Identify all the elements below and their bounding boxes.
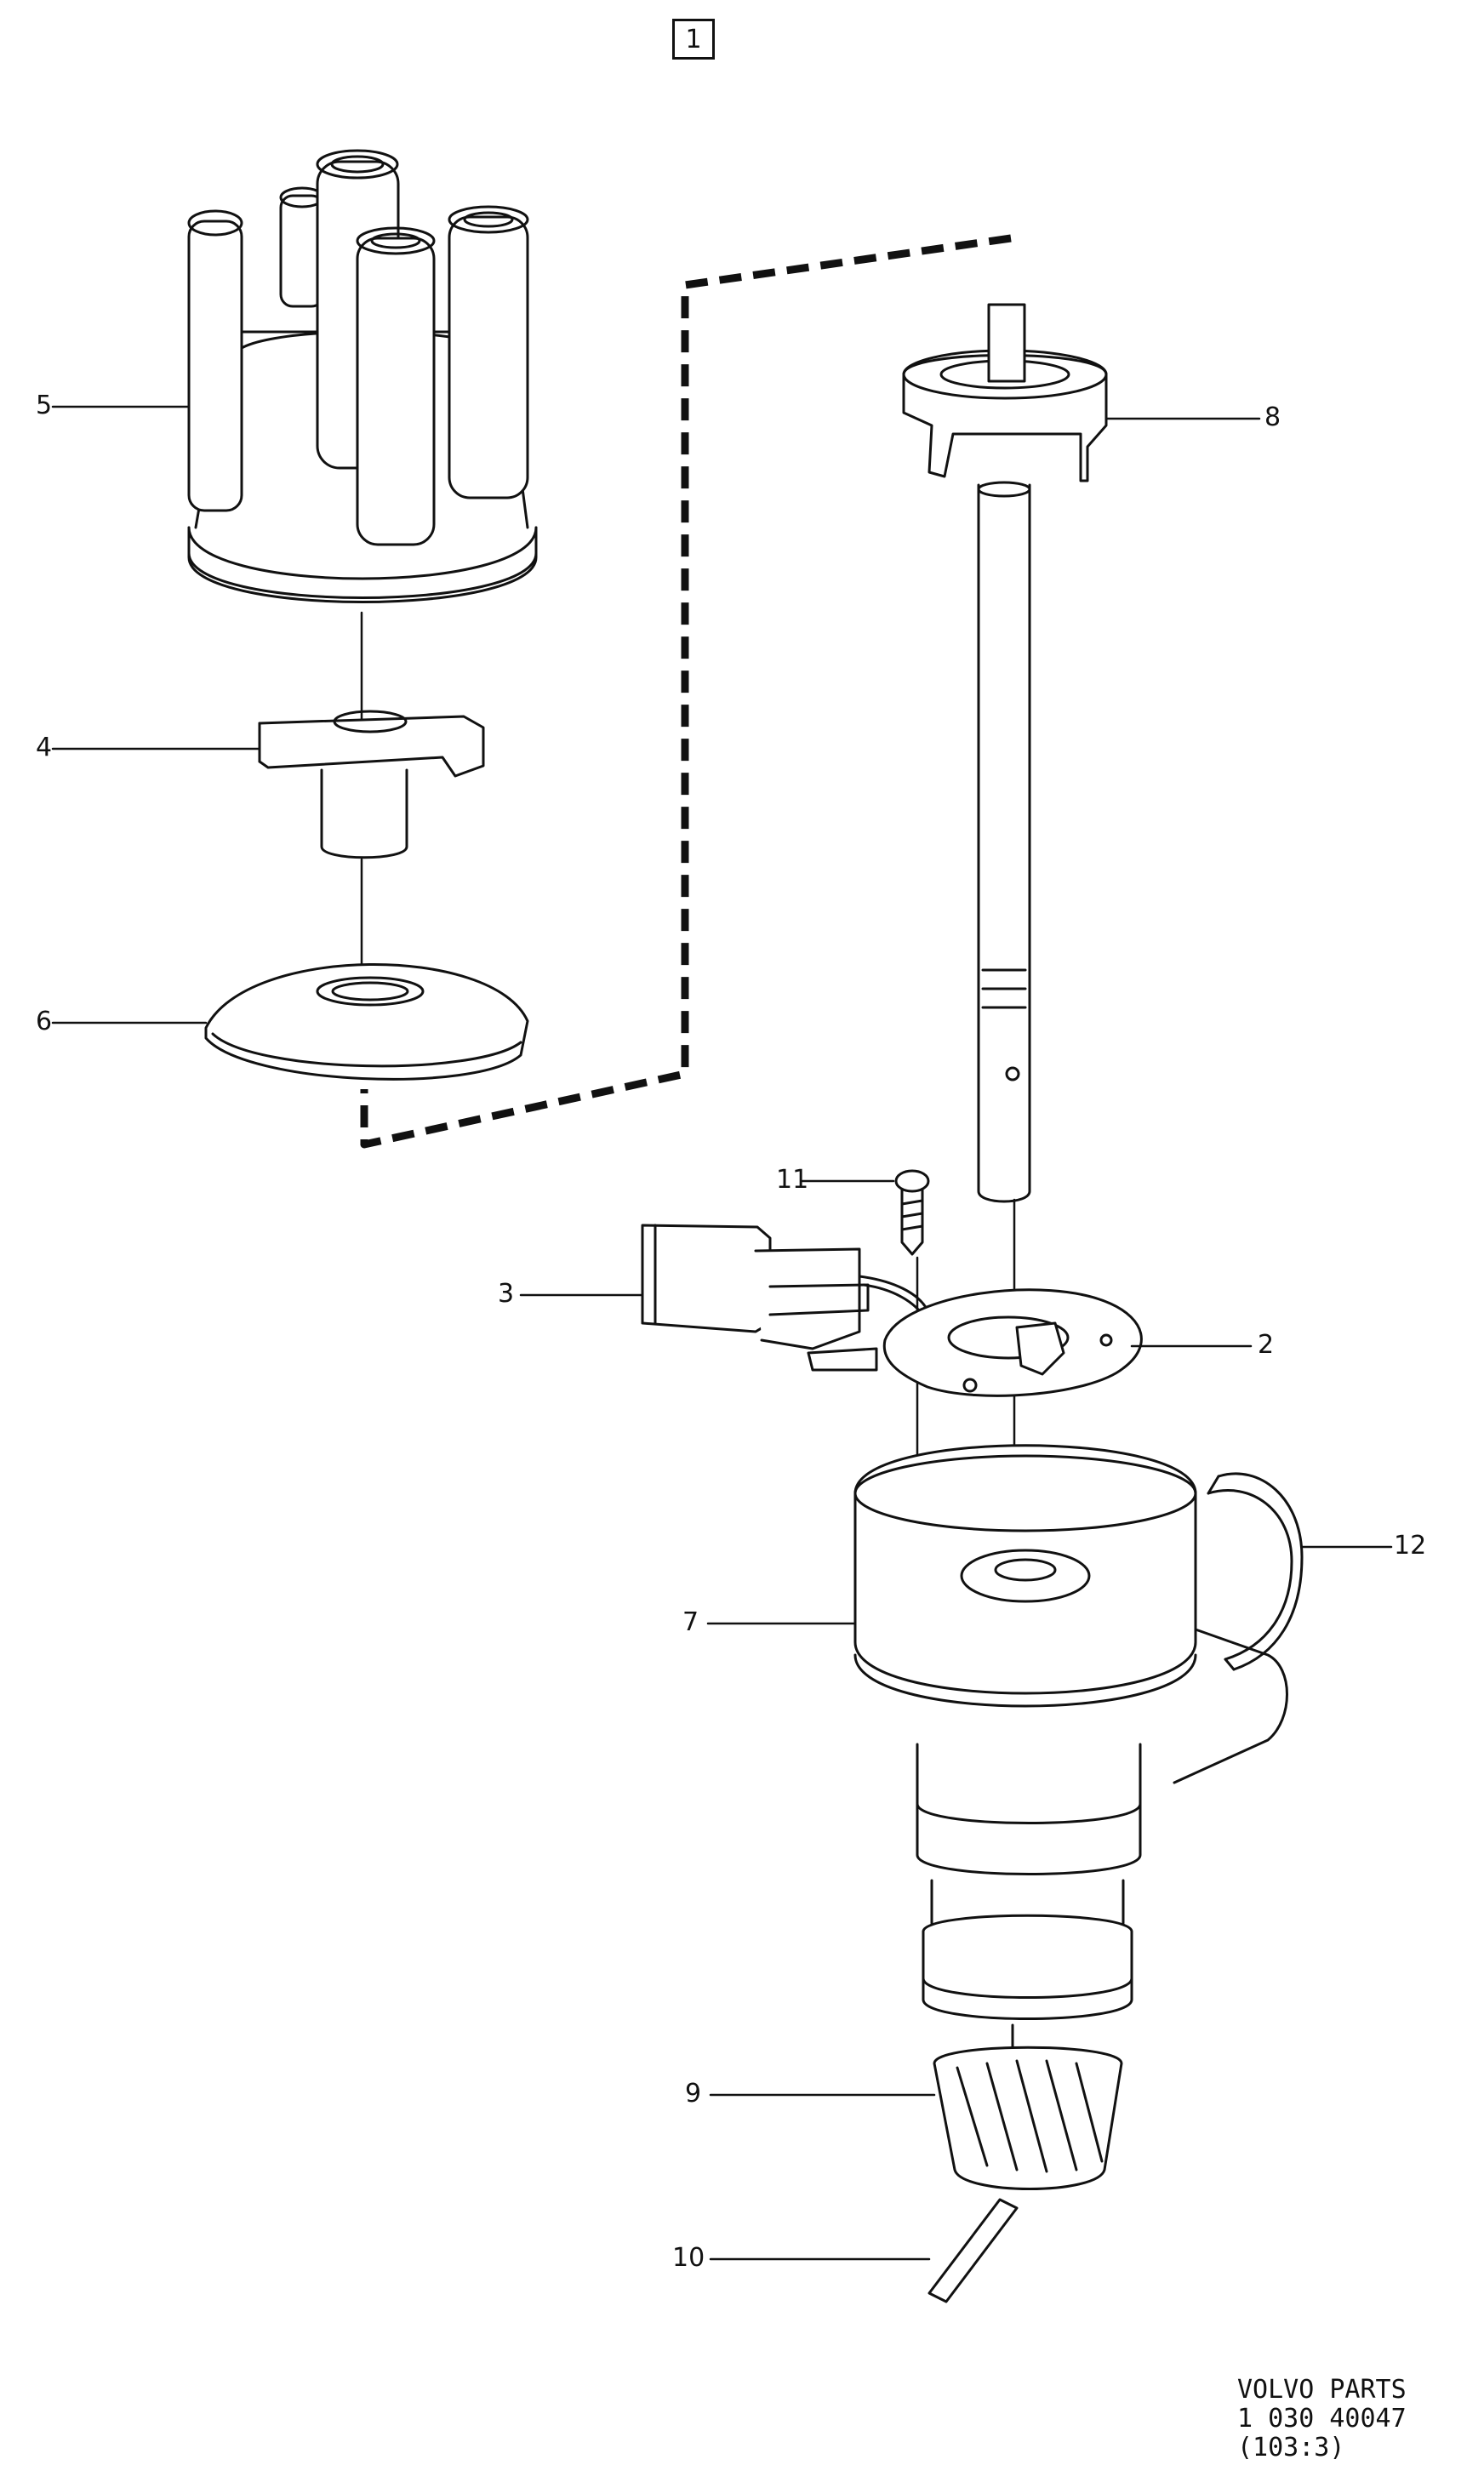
figure-reference-box: 1 [672, 19, 715, 60]
pin-part [928, 2198, 1019, 2303]
callout-6: 6 [36, 1007, 53, 1036]
spring-clip-part [1207, 1472, 1304, 1671]
callout-4: 4 [36, 733, 53, 762]
callout-12: 12 [1394, 1531, 1427, 1561]
footer-part-number: 1 030 40047 [1237, 2404, 1407, 2434]
callout-10: 10 [672, 2243, 705, 2273]
footer-brand: VOLVO PARTS [1237, 2375, 1407, 2405]
callout-3: 3 [498, 1279, 515, 1309]
parts-reference-footer: VOLVO PARTS 1 030 40047 (103:3) [1237, 2376, 1407, 2462]
callout-2: 2 [1258, 1330, 1275, 1360]
sensor-plate-part [882, 1288, 1143, 1397]
assembly-dashed-line [360, 234, 1012, 1149]
figure-reference-number: 1 [685, 24, 702, 54]
callout-8: 8 [1264, 402, 1281, 432]
distributor-housing-part [853, 1444, 1288, 2095]
control-unit-part [641, 1224, 929, 1372]
footer-group-code: (103:3) [1237, 2433, 1345, 2462]
dust-cover-part [204, 963, 529, 1081]
rotor-part [258, 710, 485, 859]
distributor-shaft-part [977, 303, 1031, 1203]
drive-gear-part [933, 2046, 1123, 2190]
screw-part [894, 1169, 930, 1256]
callout-9: 9 [685, 2079, 702, 2109]
callout-11: 11 [776, 1165, 809, 1195]
callout-5: 5 [36, 391, 53, 420]
callout-7: 7 [682, 1607, 699, 1637]
distributor-cap-part [187, 149, 538, 603]
